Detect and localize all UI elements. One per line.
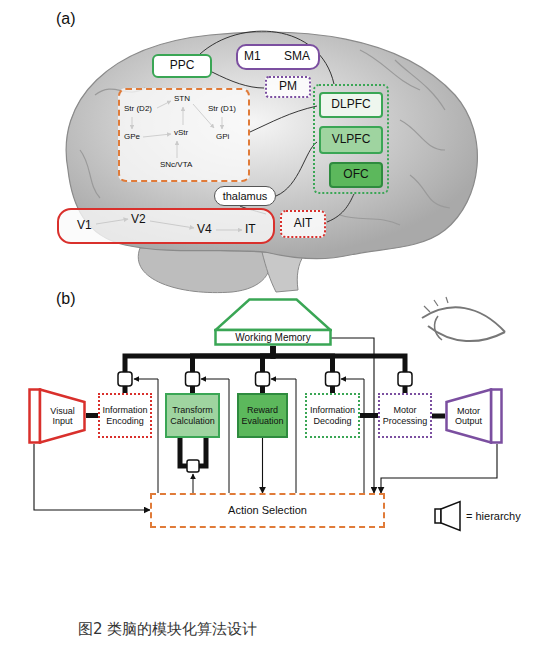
- node-label: thalamus: [223, 190, 268, 203]
- brain-region-box: thalamus: [214, 186, 276, 206]
- region-label: M1: [244, 49, 261, 63]
- region-label: V2: [131, 212, 146, 226]
- region-label: GPi: [216, 132, 229, 142]
- flow-arrow: [34, 444, 150, 510]
- hierarchy-symbol-part: [435, 509, 441, 523]
- node-label: PPC: [170, 59, 195, 73]
- region-group: DLPFC VLPFC OFC: [313, 84, 389, 194]
- process-box: Information Encoding: [98, 393, 152, 438]
- text-area: Working Memory: [216, 330, 330, 345]
- bus-connector: [273, 346, 333, 393]
- node-label: Motor Output: [447, 406, 490, 427]
- text-area: Motor Output: [447, 394, 490, 438]
- bus-connector: [273, 346, 405, 393]
- action-selection-box: Action Selection: [150, 493, 385, 528]
- brain-region-box: M1 SMA: [236, 44, 320, 70]
- flow-arrow: [381, 444, 497, 493]
- brain-region-box: PPC: [152, 54, 212, 78]
- node-label: Information Encoding: [102, 405, 148, 426]
- node-label: VLPFC: [332, 133, 371, 147]
- brain-region-box: PM: [265, 76, 311, 98]
- gate-arrows: [134, 379, 364, 493]
- node-label: Visual Input: [41, 406, 84, 427]
- bus-connector: [432, 414, 445, 419]
- process-box: Motor Processing: [378, 393, 432, 438]
- node-label: OFC: [343, 168, 368, 182]
- node-label: Working Memory: [235, 332, 310, 344]
- node-label: DLPFC: [331, 98, 370, 112]
- node-label: Information Decoding: [309, 405, 356, 426]
- hierarchy-symbol-part: [441, 502, 460, 531]
- region-label: SMA: [284, 49, 310, 63]
- process-box: Information Decoding: [305, 393, 360, 438]
- legend-text: = hierarchy: [466, 510, 521, 523]
- panel-label: (a): [56, 10, 76, 28]
- cerebellum: [138, 248, 270, 293]
- brain-region-box: AIT: [280, 210, 326, 238]
- basal-ganglia-region: Str (D2) STN Str (D1) GPe vStr GPiSNc/VTA: [118, 88, 250, 182]
- region-label: STN: [174, 94, 190, 104]
- hierarchy-outline-part: [216, 300, 331, 331]
- gate-square: [187, 460, 199, 472]
- panel-label: (b): [56, 290, 76, 308]
- region-label: vStr: [174, 128, 188, 138]
- figure-caption: 图2 类脑的模块化算法设计: [78, 620, 257, 639]
- bus-connector: [125, 346, 273, 393]
- region-label: V1: [77, 218, 92, 232]
- brain-region-box: OFC: [329, 162, 383, 188]
- process-box: Reward Evaluation: [237, 393, 288, 438]
- brain-region-box: VLPFC: [319, 126, 383, 154]
- hierarchy-outline-part: [30, 390, 41, 443]
- node-label: PM: [279, 80, 297, 94]
- node-label: Transform Calculation: [169, 405, 216, 426]
- visual-stream-region: V1 V2V4 IT: [57, 208, 275, 244]
- region-label: SNc/VTA: [160, 160, 192, 170]
- gate-arrow: [193, 474, 194, 493]
- region-label: Str (D1): [208, 104, 236, 114]
- text-area: Visual Input: [41, 394, 84, 438]
- hierarchy-module: Working Memory: [214, 298, 332, 346]
- region-label: GPe: [124, 132, 140, 142]
- eye-symbol: [422, 297, 505, 341]
- gate-squares: [118, 372, 412, 386]
- hierarchy-symbol: [434, 500, 462, 532]
- legend-entry: = hierarchy: [434, 500, 521, 532]
- hierarchy-module: Motor Output: [445, 388, 503, 444]
- node-label: Action Selection: [228, 504, 307, 517]
- bus-connector: [86, 413, 98, 418]
- hierarchy-outline-part: [216, 330, 331, 345]
- hierarchy-outline-part: [491, 390, 502, 443]
- region-label: Str (D2): [124, 104, 152, 114]
- hierarchy-module: Visual Input: [28, 388, 86, 444]
- flow-arrow: [262, 438, 263, 493]
- hierarchy-outline-part: [447, 390, 492, 443]
- node-label: Reward Evaluation: [241, 405, 284, 426]
- region-label: IT: [245, 222, 256, 236]
- hierarchy-outline-part: [40, 390, 85, 443]
- gyri: [80, 50, 450, 225]
- brain-region-box: DLPFC: [319, 92, 383, 118]
- node-label: AIT: [294, 217, 313, 231]
- bus-connector: [360, 413, 378, 418]
- bus-connector: [193, 346, 274, 393]
- process-box: Transform Calculation: [165, 393, 220, 438]
- node-label: Motor Processing: [382, 405, 428, 426]
- region-label: V4: [197, 222, 212, 236]
